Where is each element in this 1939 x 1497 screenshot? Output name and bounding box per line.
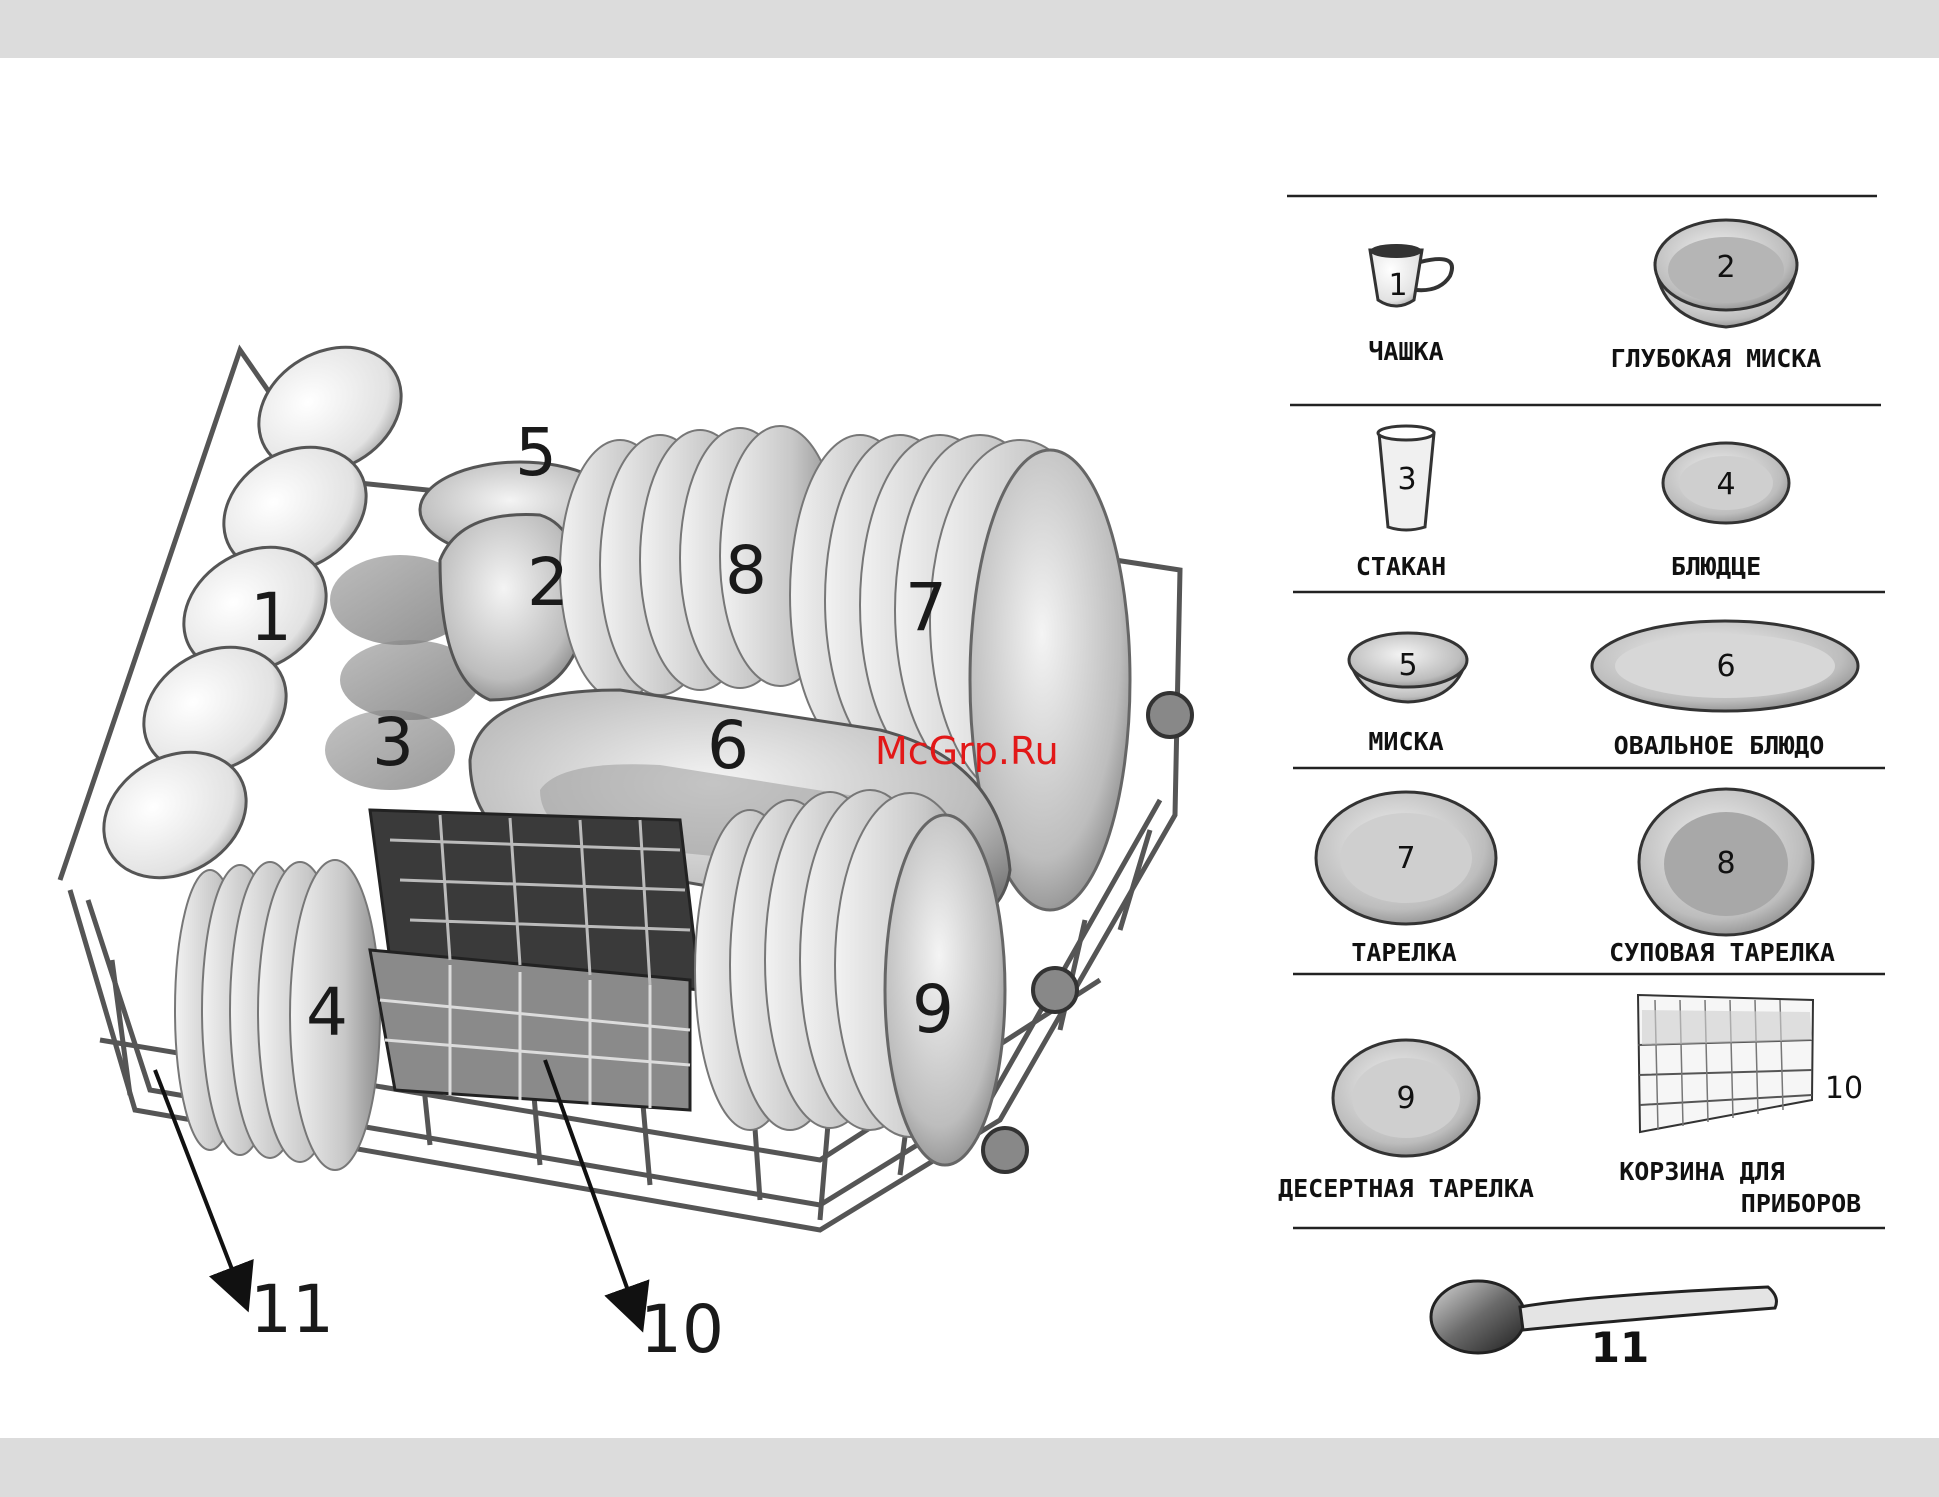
legend-num-spoon: 11 xyxy=(1591,1323,1649,1372)
legend-label-soup-plate: СУПОВАЯ ТАРЕЛКА xyxy=(1609,938,1835,967)
cup-icon: 1 xyxy=(1370,244,1452,306)
callout-bowl: 5 xyxy=(515,414,557,491)
legend-label-cutlery-basket-line1: КОРЗИНА ДЛЯ xyxy=(1619,1157,1785,1186)
rack-illustration: 1 2 3 4 5 6 7 8 9 11 10 McGrp.Ru xyxy=(60,322,1192,1368)
cutlery-basket xyxy=(370,810,700,1110)
cutlery-basket-icon: 10 xyxy=(1638,995,1863,1132)
legend-label-dessert-plate: ДЕСЕРТНАЯ ТАРЕЛКА xyxy=(1278,1174,1534,1203)
legend-label-oval-platter: ОВАЛЬНОЕ БЛЮДО xyxy=(1614,731,1825,760)
callout-dessert-plates: 9 xyxy=(912,971,954,1048)
callout-cups: 1 xyxy=(250,579,292,656)
watermark: McGrp.Ru xyxy=(875,729,1059,773)
legend-label-deep-bowl: ГЛУБОКАЯ МИСКА xyxy=(1611,344,1822,373)
callout-plates: 7 xyxy=(905,569,947,646)
deep-bowl-icon: 2 xyxy=(1655,220,1797,327)
callout-soup-plates: 8 xyxy=(725,532,767,609)
legend-label-bowl: МИСКА xyxy=(1368,727,1443,756)
callout-cutlery-basket: 10 xyxy=(640,1291,724,1368)
legend-label-cutlery-basket-line2: ПРИБОРОВ xyxy=(1741,1189,1861,1218)
legend-num-soup-plate: 8 xyxy=(1716,846,1735,881)
dessert-plate-icon: 9 xyxy=(1333,1040,1479,1156)
legend-num-saucer: 4 xyxy=(1716,467,1735,502)
legend-num-plate: 7 xyxy=(1396,841,1415,876)
oval-platter-icon: 6 xyxy=(1592,621,1858,711)
legend-num-deep-bowl: 2 xyxy=(1716,250,1735,285)
legend-label-glass: СТАКАН xyxy=(1356,552,1446,581)
spoon-icon: 11 xyxy=(1431,1281,1776,1372)
dessert-plates-stack xyxy=(695,790,1005,1165)
saucer-icon: 4 xyxy=(1663,443,1789,523)
legend-num-glass: 3 xyxy=(1397,462,1416,497)
callout-saucers: 4 xyxy=(306,974,348,1051)
legend-num-bowl: 5 xyxy=(1398,648,1417,683)
legend-num-cup: 1 xyxy=(1388,268,1407,303)
callout-deep-bowl: 2 xyxy=(527,544,569,621)
saucers-stack xyxy=(175,860,380,1170)
legend-label-plate: ТАРЕЛКА xyxy=(1351,938,1456,967)
legend-label-cup: ЧАШКА xyxy=(1368,337,1443,366)
legend: 1 ЧАШКА 2 ГЛУБОКАЯ МИСКА 3 СТАКАН 4 БЛЮД… xyxy=(1278,196,1885,1372)
legend-num-cutlery-basket: 10 xyxy=(1825,1071,1863,1106)
callout-glasses: 3 xyxy=(372,704,414,781)
legend-num-dessert-plate: 9 xyxy=(1396,1081,1415,1116)
plate-icon: 7 xyxy=(1316,792,1496,924)
legend-num-oval-platter: 6 xyxy=(1716,649,1735,684)
glass-icon: 3 xyxy=(1378,426,1434,530)
soup-plate-icon: 8 xyxy=(1639,789,1813,935)
callout-oval-platter: 6 xyxy=(707,707,749,784)
callout-spoon: 11 xyxy=(250,1271,334,1348)
legend-label-saucer: БЛЮДЦЕ xyxy=(1671,552,1761,581)
bowl-icon: 5 xyxy=(1349,633,1467,702)
